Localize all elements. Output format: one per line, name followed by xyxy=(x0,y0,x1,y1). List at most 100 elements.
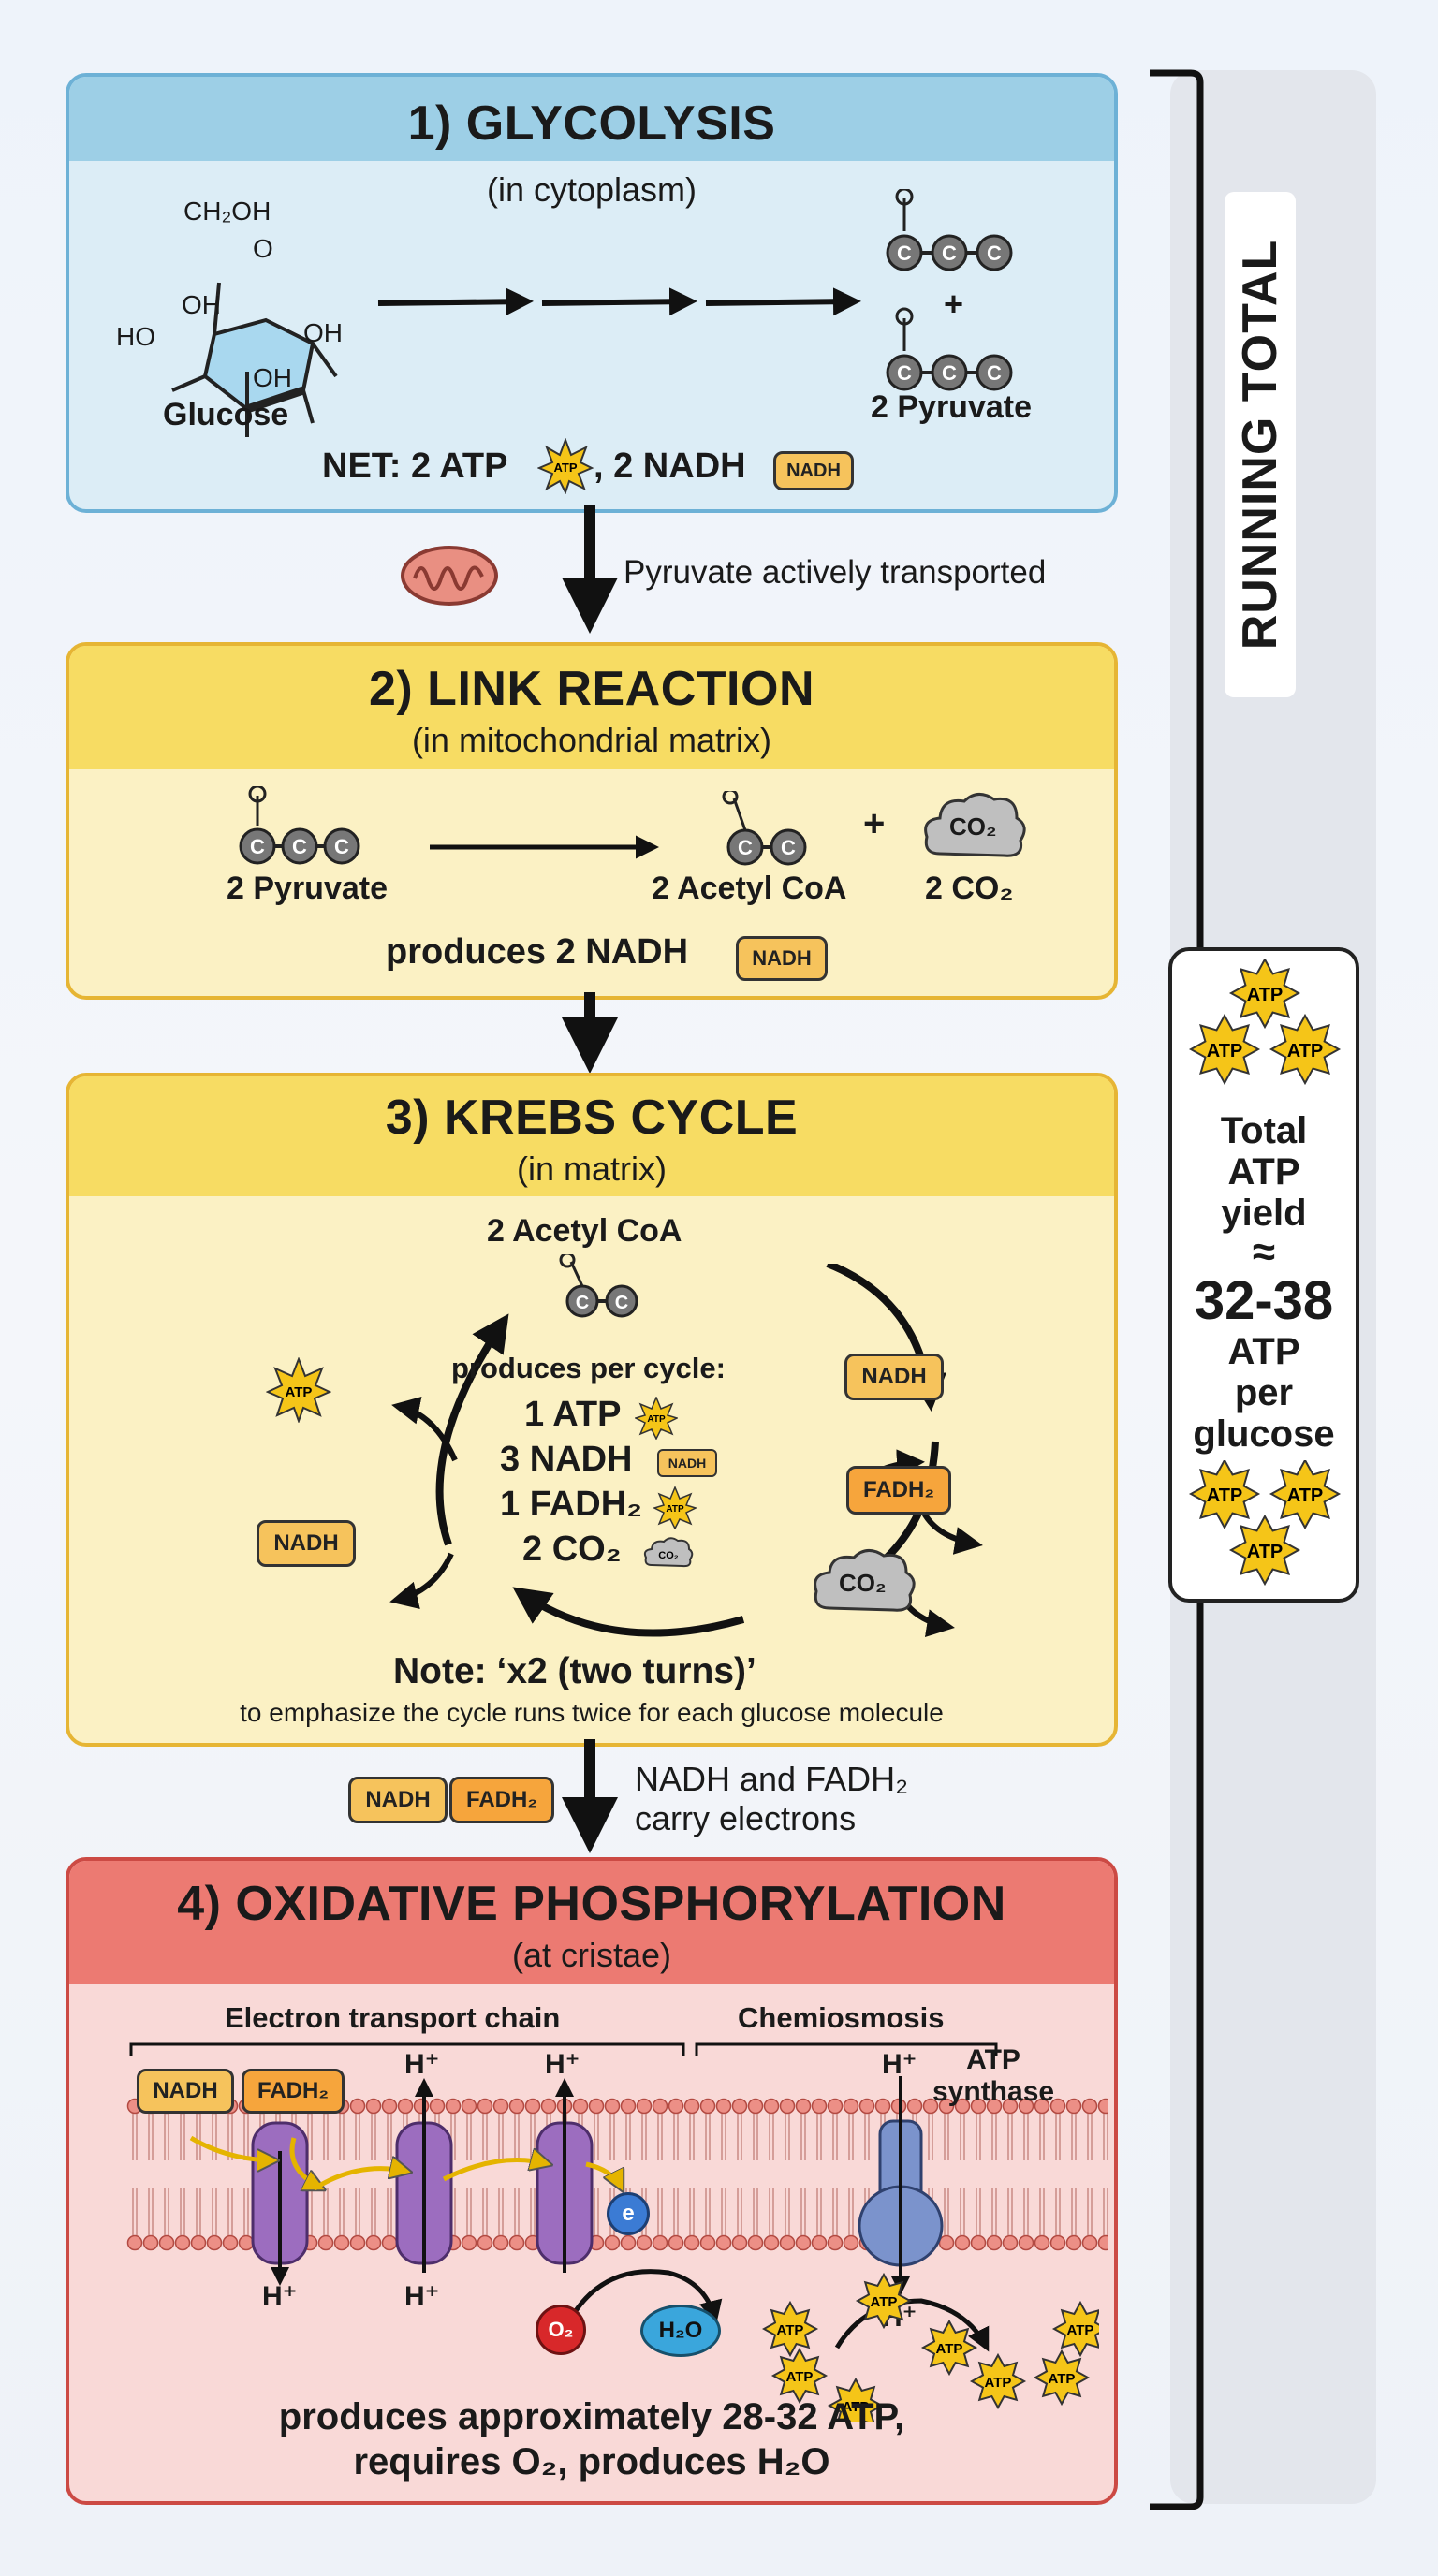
total-unit-2: per xyxy=(1234,1372,1294,1413)
atp-star-icon xyxy=(1033,2349,1091,2407)
svg-text:ATP: ATP xyxy=(286,1384,313,1400)
glucose-label: Glucose xyxy=(163,397,289,432)
krebs-note: Note: ‘x2 (two turns)’ xyxy=(393,1651,756,1691)
atp-star-label: ATP xyxy=(1067,2322,1094,2338)
produces-fadh-icon: ATP xyxy=(653,1486,697,1530)
svg-text:C: C xyxy=(987,242,1002,265)
svg-text:C: C xyxy=(292,835,307,858)
svg-text:C: C xyxy=(897,361,912,385)
nadh-badge: NADH xyxy=(773,451,854,490)
oxphos-location: (at cristae) xyxy=(511,1936,672,1974)
produces-fadh: 1 FADH₂ xyxy=(500,1485,643,1524)
svg-text:ATP: ATP xyxy=(666,1504,684,1515)
atp-star-icon xyxy=(1188,1013,1261,1086)
hplus-top-3: H⁺ xyxy=(545,2049,580,2080)
krebs-title: 3) KREBS CYCLE xyxy=(385,1090,799,1145)
oxphos-header xyxy=(69,1861,1114,1984)
oxphos-produces-2: requires O₂, produces H₂O xyxy=(353,2441,830,2482)
etc-proteins xyxy=(189,2076,990,2352)
electron-icon: e xyxy=(607,2192,650,2235)
produces-title: produces per cycle: xyxy=(451,1352,726,1384)
pyruvate-plus: + xyxy=(944,285,964,323)
oh-label-1: OH xyxy=(182,290,221,319)
running-total-label-box xyxy=(1225,192,1296,697)
link-location: (in mitochondrial matrix) xyxy=(411,721,772,759)
atp-star-label: ATP xyxy=(1207,1486,1243,1506)
krebs-note-sub: to emphasize the cycle runs twice for ea… xyxy=(240,1698,944,1727)
produces-co2-icon: CO₂ xyxy=(643,1537,694,1568)
atp-star-label: ATP xyxy=(1207,1041,1243,1061)
glycolysis-location: (in cytoplasm) xyxy=(486,170,697,209)
atp-star-icon xyxy=(827,2377,885,2422)
etc-label: Electron transport chain xyxy=(225,2001,561,2034)
link-pyruvate: C C C xyxy=(239,786,360,865)
link-reaction-panel: 2) LINK REACTION (in mitochondrial matri… xyxy=(66,642,1118,1000)
pyruvate-label: 2 Pyruvate xyxy=(871,389,1032,425)
krebs-co2-cloud xyxy=(814,1549,916,1612)
oh-label-2: OH xyxy=(303,318,343,347)
link-nadh-badge: NADH xyxy=(736,936,828,981)
acetyl-coa-molecule: C C xyxy=(722,791,807,866)
atp-star-icon xyxy=(1051,2300,1099,2358)
svg-text:C: C xyxy=(781,836,796,859)
carry-electrons-line-2: carry electrons xyxy=(635,1799,857,1837)
oh-label-3: OH xyxy=(253,363,292,392)
carry-electrons-line-1: NADH and FADH₂ xyxy=(635,1760,909,1798)
atp-star-label: ATP xyxy=(1287,1486,1324,1506)
svg-text:C: C xyxy=(576,1293,589,1313)
link-header xyxy=(69,646,1114,769)
atp-star-label: ATP xyxy=(1287,1041,1324,1061)
glycolysis-net-text: NET: 2 ATP xyxy=(322,446,508,486)
krebs-nadh-left: NADH xyxy=(257,1520,356,1567)
glycolysis-net-nadh-text: , 2 NADH xyxy=(594,446,746,486)
mitochondrion-icon xyxy=(401,546,498,606)
oxphos-panel: 4) OXIDATIVE PHOSPHORYLATION (at cristae… xyxy=(66,1857,1118,2505)
ch2oh-label: CH₂OH xyxy=(183,197,271,226)
pyruvate-molecules: C C C C C C xyxy=(886,189,1013,391)
atp-star-label: ATP xyxy=(843,2399,870,2415)
atp-star-label: ATP xyxy=(1247,985,1284,1005)
link-title: 2) LINK REACTION xyxy=(369,662,814,716)
produces-atp: 1 ATP xyxy=(524,1395,622,1434)
krebs-location: (in matrix) xyxy=(517,1149,667,1188)
produces-co2: 2 CO₂ xyxy=(522,1530,622,1569)
krebs-acetyl-label: 2 Acetyl CoA xyxy=(487,1213,682,1249)
hplus-top-2: H⁺ xyxy=(404,2049,440,2080)
atp-star-label: ATP xyxy=(985,2375,1012,2391)
sidebar-atp-icons-top: ATP ATP ATP xyxy=(1188,959,1342,1086)
krebs-cycle-panel: 3) KREBS CYCLE (in matrix) 2 Acetyl CoA … xyxy=(66,1073,1118,1747)
atp-star-icon xyxy=(855,2273,913,2330)
o2-icon: O₂ xyxy=(536,2305,586,2355)
atp-star-label: ATP xyxy=(777,2322,804,2338)
h2o-icon: H₂O xyxy=(640,2305,721,2357)
link-produces: produces 2 NADH xyxy=(386,932,689,972)
svg-text:ATP: ATP xyxy=(553,461,577,475)
atp-star-icon xyxy=(1269,1460,1342,1530)
glycolysis-arrows xyxy=(377,287,861,316)
produces-nadh-icon: NADH xyxy=(657,1449,717,1477)
ring-oxygen: O xyxy=(253,234,273,263)
glycolysis-header xyxy=(69,77,1114,161)
krebs-acetyl-molecule: C C xyxy=(559,1254,638,1318)
total-unit-3: glucose xyxy=(1193,1413,1335,1455)
link-plus: + xyxy=(863,803,886,844)
connector-nadh-badge: NADH xyxy=(348,1777,448,1823)
svg-text:CO₂: CO₂ xyxy=(658,1550,679,1561)
svg-text:ATP: ATP xyxy=(647,1414,666,1425)
co2-label: 2 CO₂ xyxy=(925,871,1014,906)
atp-star-label: ATP xyxy=(936,2341,963,2357)
co2-cloud-text: CO₂ xyxy=(949,812,997,841)
connector-arrow-3 xyxy=(562,1739,618,1853)
produces-atp-icon: ATP xyxy=(635,1397,678,1440)
connector-arrow-2 xyxy=(562,992,618,1074)
krebs-header xyxy=(69,1076,1114,1196)
connector-fadh-badge: FADH₂ xyxy=(449,1777,554,1823)
svg-text:C: C xyxy=(942,242,957,265)
krebs-fadh-output: FADH₂ xyxy=(846,1466,951,1515)
atp-star-icon xyxy=(969,2352,1027,2410)
atp-star-label: ATP xyxy=(1049,2371,1076,2387)
krebs-atp-icon: ATP xyxy=(266,1357,331,1423)
total-unit-1: ATP xyxy=(1227,1331,1300,1372)
